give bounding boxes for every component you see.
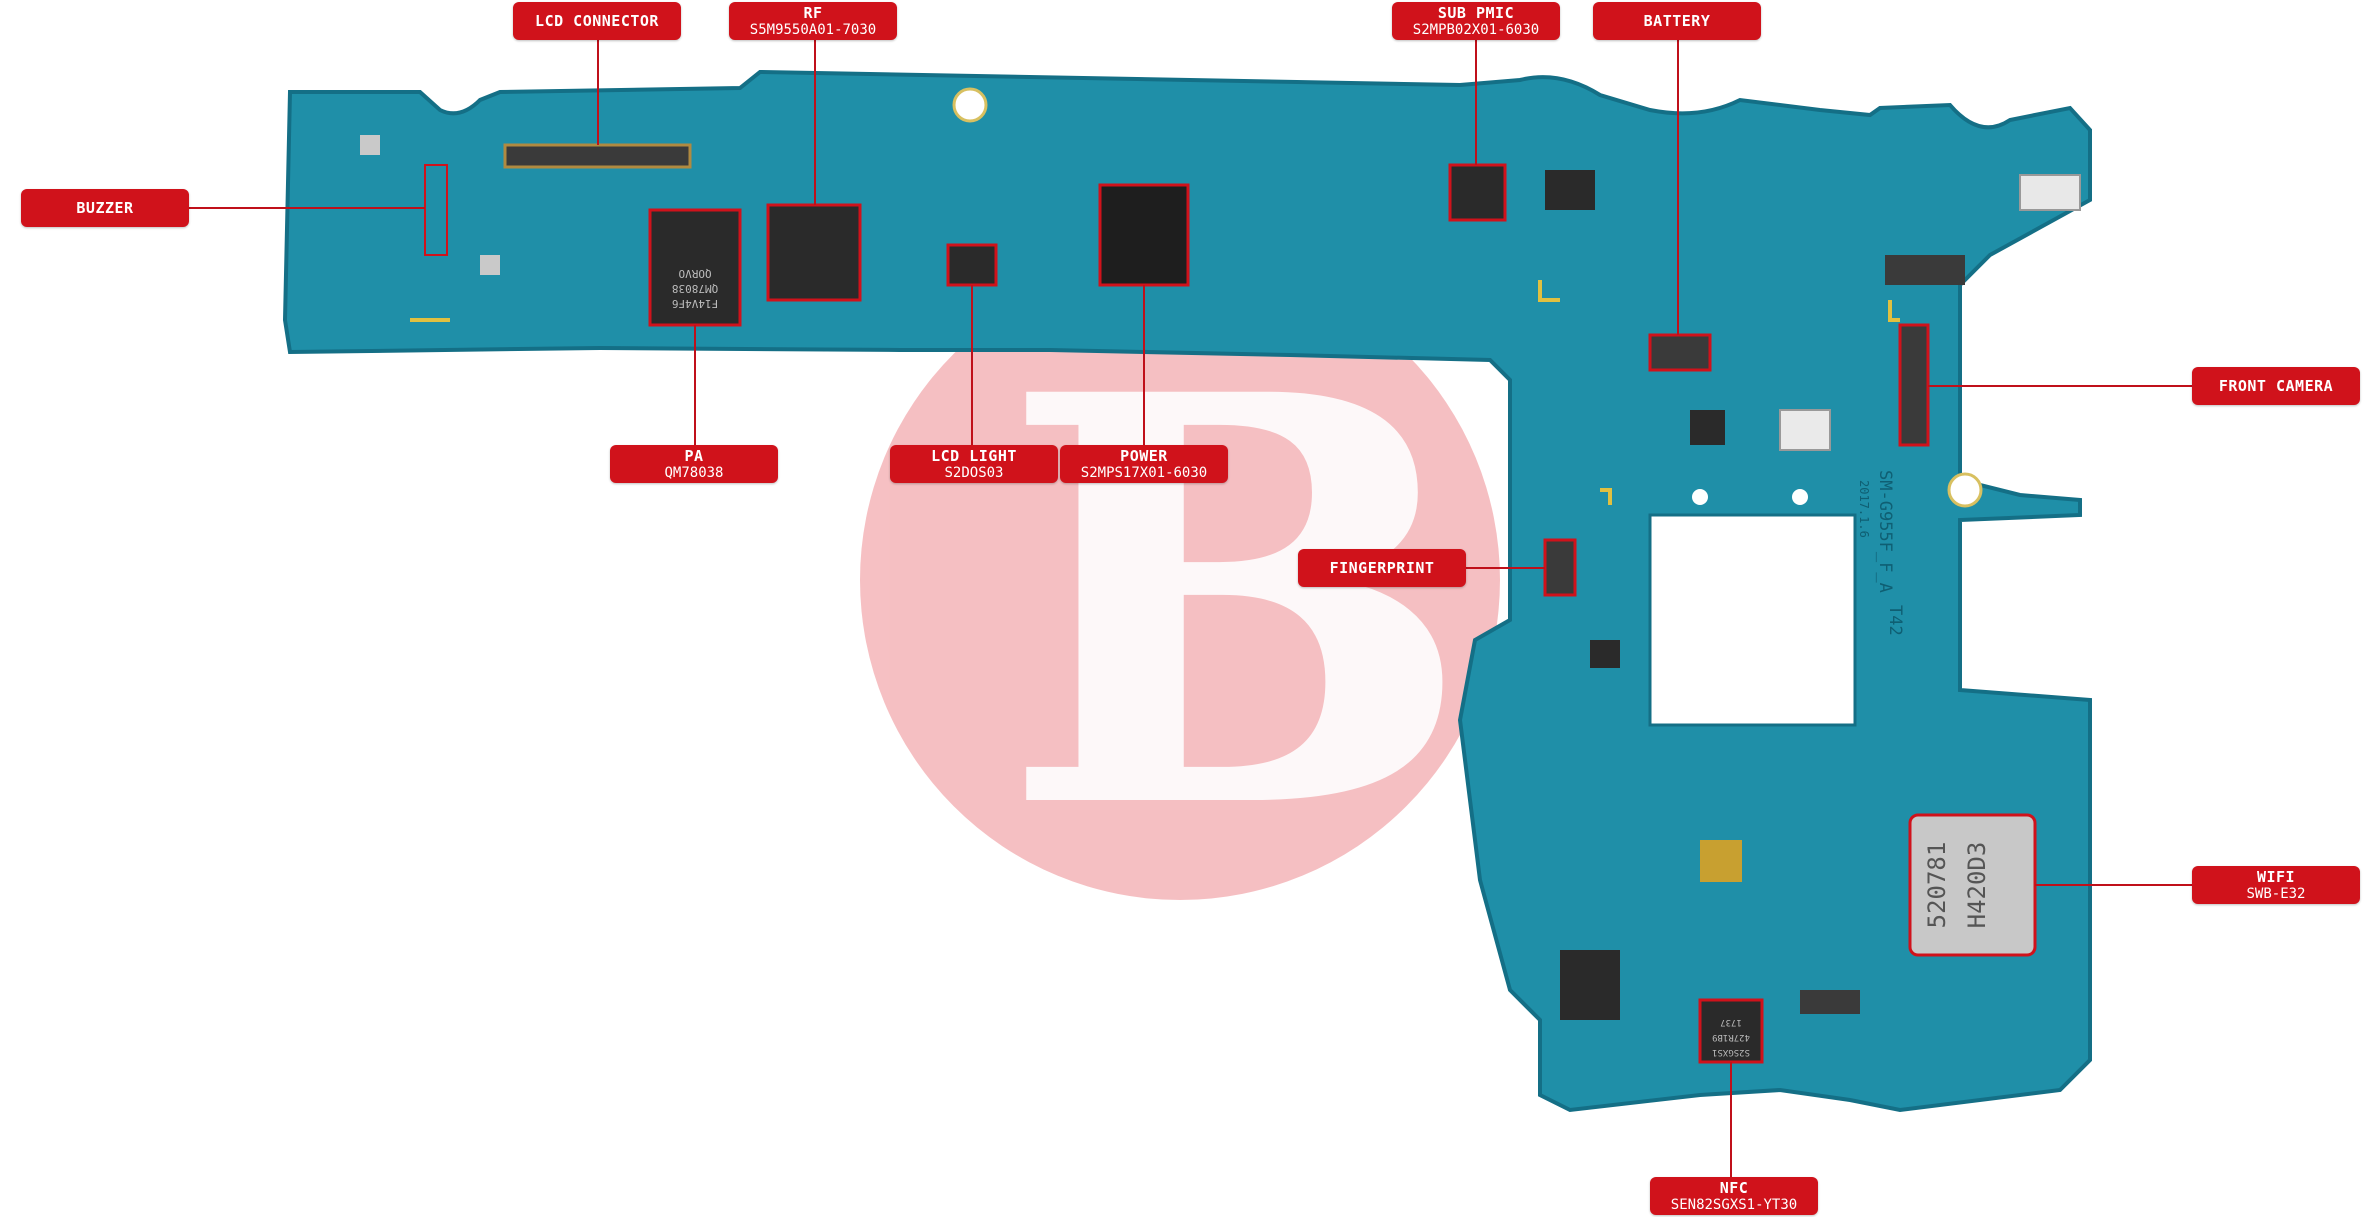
label-name: FRONT CAMERA <box>2218 376 2334 395</box>
label-part: S2MPB02X01-6030 <box>1412 21 1540 38</box>
label-pa: PA QM78038 <box>610 445 778 483</box>
lcd-connector-part <box>503 143 692 169</box>
silkscreen-rev: T42 <box>1885 605 1905 636</box>
label-name: LCD CONNECTOR <box>535 11 659 30</box>
label-lcd-light: LCD LIGHT S2DOS03 <box>890 445 1058 483</box>
label-name: LCD LIGHT <box>931 446 1017 465</box>
label-name: NFC <box>1719 1178 1749 1197</box>
wifi-module-text: H420D3 <box>1963 842 1991 929</box>
sub-pmic-chip <box>1448 163 1507 222</box>
label-name: POWER <box>1120 446 1168 465</box>
label-part: S5M9550A01-7030 <box>749 21 877 38</box>
silkscreen-date: 2017.1.6 <box>1857 480 1871 538</box>
watermark-circle <box>860 260 1500 900</box>
label-name: BUZZER <box>76 198 134 217</box>
label-wifi: WIFI SWB-E32 <box>2192 866 2360 904</box>
wifi-module: 520781 H420D3 <box>1908 813 2037 957</box>
leader-lines <box>189 25 2192 1177</box>
battery-connector-part <box>1648 333 1712 372</box>
label-name: RF <box>803 3 823 22</box>
label-name: WIFI <box>2256 867 2296 886</box>
wifi-module-text: 520781 <box>1923 842 1951 929</box>
mount-hole <box>1792 489 1808 505</box>
label-lcd-connector: LCD CONNECTOR <box>513 2 681 40</box>
label-rf: RF S5M9550A01-7030 <box>729 2 897 40</box>
label-part: S2MPS17X01-6030 <box>1080 464 1208 481</box>
pcb-board: QORVO QM78038 F14V4F6 520781 H420D3 1737… <box>282 69 2092 1113</box>
label-part: S2DOS03 <box>944 464 1004 481</box>
label-fingerprint: FINGERPRINT <box>1298 549 1466 587</box>
pa-chip: QORVO QM78038 F14V4F6 <box>648 208 742 327</box>
label-name: BATTERY <box>1643 11 1711 30</box>
fingerprint-connector-part <box>1543 538 1577 597</box>
lcd-light-chip <box>946 243 998 287</box>
pcb-outline <box>282 69 2092 1113</box>
label-buzzer: BUZZER <box>21 189 189 227</box>
nfc-chip-text: 1737 <box>1720 1017 1742 1027</box>
front-camera-connector-part <box>1898 323 1930 447</box>
label-name: SUB PMIC <box>1437 3 1515 22</box>
label-sub-pmic: SUB PMIC S2MPB02X01-6030 <box>1392 2 1560 40</box>
mount-hole <box>1947 472 1983 508</box>
label-part: SWB-E32 <box>2246 885 2306 902</box>
nfc-chip-text: S2SGXS1 <box>1712 1047 1750 1057</box>
mount-hole <box>1692 489 1708 505</box>
label-name: FINGERPRINT <box>1329 558 1435 577</box>
label-front-camera: FRONT CAMERA <box>2192 367 2360 405</box>
buzzer-part <box>424 164 448 256</box>
label-part: QM78038 <box>664 464 724 481</box>
label-power: POWER S2MPS17X01-6030 <box>1060 445 1228 483</box>
nfc-chip-text: 427R1B9 <box>1712 1032 1750 1042</box>
pa-chip-text: QORVO <box>678 267 711 280</box>
mount-hole <box>952 87 988 123</box>
label-nfc: NFC SEN82SGXS1-YT30 <box>1650 1177 1818 1215</box>
pa-chip-text: F14V4F6 <box>672 297 718 310</box>
board-cutout <box>1648 513 1857 727</box>
pa-chip-text: QM78038 <box>672 282 718 295</box>
label-battery: BATTERY <box>1593 2 1761 40</box>
silkscreen-model: SM-G955F_F_A <box>1875 470 1895 593</box>
nfc-chip: 1737 427R1B9 S2SGXS1 <box>1698 998 1764 1064</box>
power-chip <box>1098 183 1190 287</box>
label-part: SEN82SGXS1-YT30 <box>1670 1196 1798 1213</box>
rf-chip <box>766 203 862 302</box>
label-name: PA <box>684 446 704 465</box>
